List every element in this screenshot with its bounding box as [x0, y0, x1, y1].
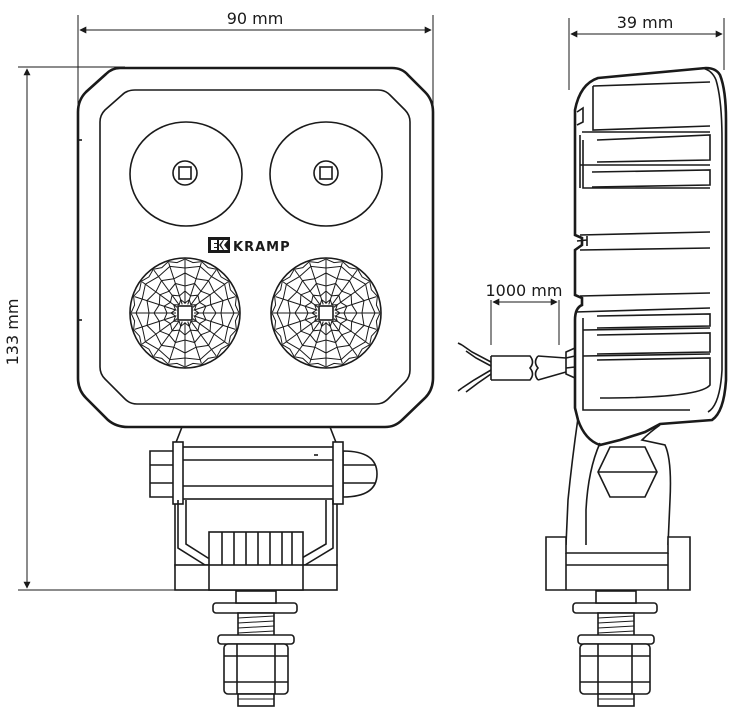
cooling-fins-lower [574, 292, 711, 411]
kramp-logo: KRAMP [208, 237, 291, 255]
cable-label: 1000 mm [486, 281, 563, 300]
bolt-stack-side [572, 590, 658, 707]
dimension-cable: 1000 mm [486, 281, 563, 345]
clamp-block-front [174, 531, 338, 591]
cooling-fins-upper [576, 81, 711, 189]
width-label: 90 mm [227, 9, 284, 28]
cable-gland [565, 346, 576, 380]
front-view: KRAMP [76, 66, 435, 707]
power-cable [457, 342, 567, 393]
depth-label: 39 mm [617, 13, 674, 32]
housing-inner-frame [99, 89, 411, 405]
bolt-stack-front [212, 590, 298, 707]
logo-text: KRAMP [233, 240, 291, 255]
led-lens-top-right [269, 121, 383, 227]
dimension-width: 90 mm [77, 9, 434, 112]
height-label: 133 mm [3, 299, 22, 366]
mounting-bracket-front [149, 426, 378, 589]
housing-side-profile [573, 66, 728, 447]
dimension-height: 133 mm [3, 66, 260, 591]
led-lens-bottom-left [129, 257, 241, 369]
dimension-depth: 39 mm [568, 13, 725, 90]
led-lens-top-left [129, 121, 243, 227]
led-lens-bottom-right [270, 257, 382, 369]
side-view [457, 66, 728, 707]
mounting-bracket-side [545, 417, 691, 591]
housing-outer [76, 66, 435, 429]
